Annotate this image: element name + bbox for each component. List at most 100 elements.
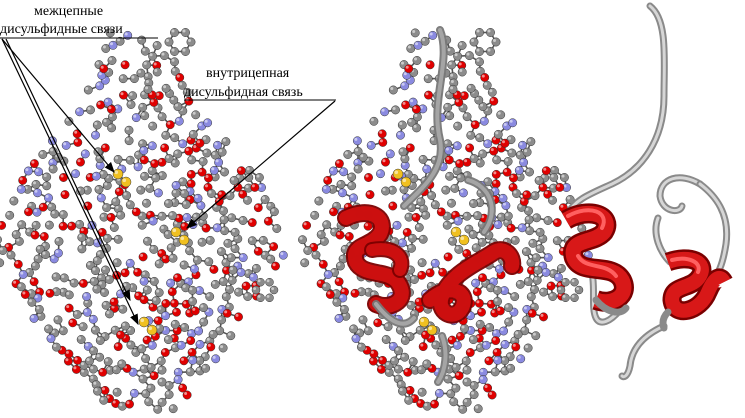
atom-highlight (74, 130, 78, 134)
atom-highlight (48, 335, 52, 339)
atom (535, 227, 545, 237)
atom (152, 67, 162, 77)
atom (347, 181, 357, 191)
atom (500, 339, 510, 349)
atom-highlight (154, 406, 158, 410)
atom (352, 136, 362, 146)
atom (210, 279, 220, 289)
atom-highlight (90, 376, 94, 379)
atom-highlight (464, 367, 467, 371)
atom-highlight (267, 256, 271, 260)
atom-highlight (452, 385, 456, 389)
atom (136, 68, 146, 78)
atom-highlight (423, 361, 427, 364)
atom-highlight (76, 108, 80, 112)
atom-highlight (420, 236, 424, 240)
atom (187, 285, 197, 295)
atom (204, 257, 214, 267)
atom-highlight (419, 389, 423, 393)
atom-highlight (521, 198, 525, 202)
atom (238, 216, 248, 225)
atom (457, 67, 467, 77)
atom (39, 232, 49, 241)
atom-highlight (310, 244, 314, 248)
atom-highlight (228, 254, 232, 258)
atom-highlight (533, 254, 537, 258)
atom-highlight (516, 167, 520, 171)
atom (0, 236, 2, 244)
atom-highlight (102, 45, 106, 49)
atom-highlight (336, 278, 340, 282)
atom-highlight (199, 219, 203, 223)
atom (189, 264, 199, 274)
atom-highlight (192, 307, 196, 311)
atom-highlight (432, 157, 436, 161)
atom-highlight (45, 325, 49, 329)
atom-highlight (82, 150, 86, 154)
atom-highlight (494, 349, 498, 353)
atom (318, 259, 328, 269)
atom (157, 112, 167, 122)
atom-highlight (257, 295, 261, 298)
atom-highlight (405, 65, 409, 69)
atom (99, 64, 109, 74)
atom-highlight (231, 177, 235, 181)
atom (418, 316, 430, 328)
atom (44, 220, 54, 230)
atom (159, 51, 169, 61)
atom (54, 236, 64, 246)
atom-highlight (143, 61, 147, 65)
atom (412, 112, 422, 122)
pointer-arrow (1, 38, 139, 326)
atom-highlight (228, 214, 232, 218)
atom-highlight (412, 367, 416, 371)
atom (149, 276, 159, 286)
atom-highlight (473, 244, 477, 248)
atom-highlight (472, 280, 476, 284)
atom-highlight (427, 269, 431, 273)
atom-highlight (188, 171, 192, 175)
atom-highlight (174, 274, 178, 278)
atom-highlight (540, 313, 544, 317)
atom-highlight (158, 306, 162, 310)
atom-highlight (144, 337, 148, 341)
atom-highlight (419, 259, 423, 263)
atom-highlight (32, 263, 36, 266)
atom-highlight (431, 137, 435, 141)
atom-highlight (490, 98, 494, 102)
atom (76, 157, 85, 167)
atom (269, 242, 279, 252)
atom (107, 112, 117, 122)
atom (218, 343, 228, 353)
atom-highlight (207, 237, 211, 241)
atom-highlight (197, 341, 200, 345)
atom-highlight (365, 174, 369, 178)
atom-highlight (18, 186, 22, 190)
atom-highlight (567, 196, 571, 200)
atom-highlight (34, 209, 37, 213)
atom (125, 399, 134, 409)
atom-highlight (444, 140, 448, 144)
atom-highlight (367, 191, 370, 195)
atom-highlight (140, 253, 144, 257)
atom-highlight (370, 350, 374, 354)
atom-highlight (476, 134, 480, 138)
atom-highlight (122, 269, 126, 273)
atom-highlight (210, 331, 214, 335)
atom-highlight (6, 212, 10, 216)
atom (250, 182, 260, 192)
atom (391, 105, 400, 115)
atom (487, 87, 497, 97)
atom (452, 141, 462, 151)
atom (131, 207, 141, 217)
atom (462, 112, 472, 122)
atom-highlight (112, 198, 116, 202)
atom-highlight (337, 263, 341, 266)
atom-highlight (90, 316, 94, 320)
atom-highlight (461, 92, 465, 96)
atom (125, 155, 135, 165)
atom (418, 342, 428, 352)
atom (552, 236, 562, 246)
atom (418, 154, 428, 164)
atom (411, 212, 421, 222)
